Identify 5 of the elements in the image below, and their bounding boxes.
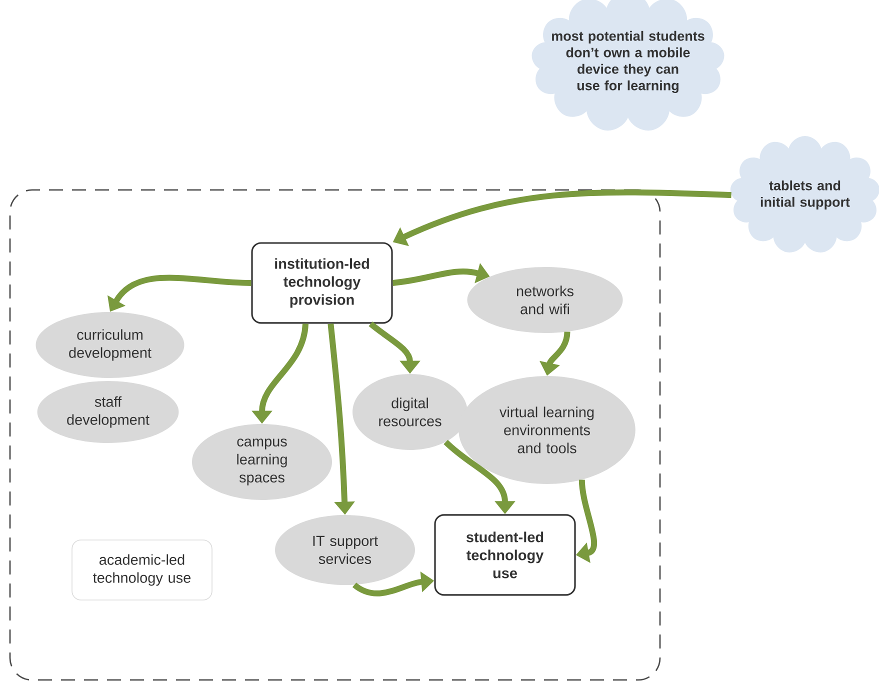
process-box: student-led technology use xyxy=(434,514,576,596)
dashed-boundary xyxy=(9,189,661,681)
process-box: institution-led technology provision xyxy=(251,242,393,324)
note-box: academic-led technology use xyxy=(72,540,212,600)
node-label: digital resources xyxy=(379,398,442,426)
